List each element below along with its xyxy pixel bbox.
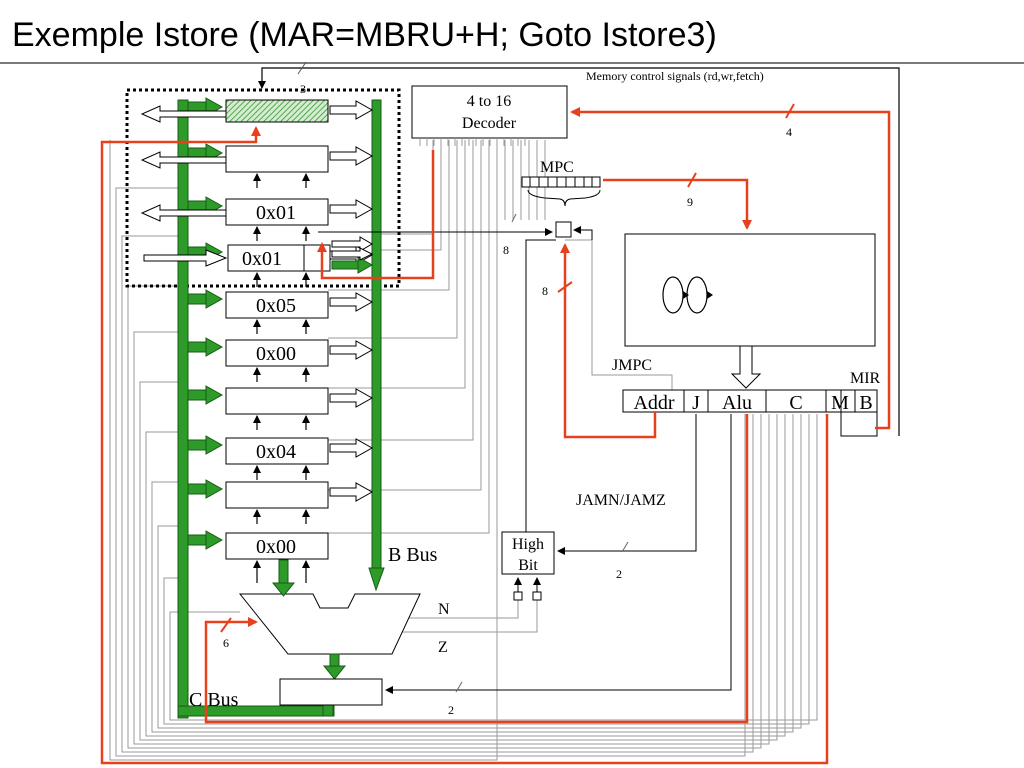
register-3: 0x01 [143, 236, 374, 287]
n-label: N [438, 601, 450, 618]
decoder-label-2: Decoder [462, 115, 517, 132]
register-box [225, 145, 329, 173]
register-value: 0x00 [256, 536, 296, 558]
label-four: 4 [786, 125, 792, 139]
register-box [225, 387, 329, 415]
highbit-label-2: Bit [518, 557, 538, 574]
control-store [624, 233, 876, 389]
bus-lines [177, 99, 385, 719]
c-bus-arrow [187, 389, 209, 401]
mir-field-j: J [692, 392, 700, 414]
register-1 [140, 143, 374, 188]
label-eight-a: 8 [503, 243, 509, 257]
register-8 [187, 479, 374, 524]
register-box [225, 532, 329, 560]
b-bus-arrow [329, 482, 374, 502]
label-nine: 9 [687, 195, 693, 209]
label-three: 3 [300, 82, 306, 96]
register-box [225, 481, 329, 509]
mbr-extension [303, 244, 331, 272]
memory-in-arrow [143, 249, 228, 267]
mir-field-b: B [859, 392, 872, 414]
red-signal-lines [100, 103, 891, 765]
b-bus-arrow [329, 388, 374, 408]
c-bus-label: C Bus [189, 689, 239, 711]
register-value: 0x01 [242, 248, 282, 270]
c-bus-arrow [187, 534, 209, 546]
register-4: 0x05 [187, 289, 374, 334]
register-stack: 0x01 0x01 0x05 0x00 0x04 0x00 [140, 97, 374, 583]
alu: N Z [238, 559, 450, 680]
highbit-label-1: High [512, 536, 544, 553]
mir-register: MIR Addr J Alu C M B JMPC [612, 357, 881, 437]
b-bus-vertical [371, 99, 382, 571]
control-lines [109, 140, 818, 761]
high-bit: High Bit JAMN/JAMZ 2 [501, 239, 697, 601]
memory-out-arrow [140, 204, 227, 222]
mpc-register: MPC [521, 159, 601, 207]
c-bus-arrow [187, 483, 209, 495]
decoder: 4 to 16 Decoder [411, 85, 568, 146]
register-0 [140, 97, 374, 123]
register-box [225, 99, 329, 123]
c-bus-arrow [187, 341, 209, 353]
mir-field-c: C [789, 392, 802, 414]
b-bus-label: B Bus [388, 544, 438, 566]
c-bus-horizontal [177, 705, 335, 717]
b-bus-arrow [329, 100, 374, 120]
label-six: 6 [223, 636, 229, 650]
register-box [227, 244, 317, 272]
register-5: 0x00 [187, 337, 374, 382]
memory-control-label: Memory control signals (rd,wr,fetch) [586, 69, 764, 83]
jmpc-label: JMPC [612, 357, 652, 374]
register-box [225, 291, 329, 319]
b-bus-arrow [329, 199, 374, 219]
memory-out-arrow [140, 151, 227, 169]
mir-label: MIR [850, 370, 881, 387]
label-two-a: 2 [616, 567, 622, 581]
b-bus-arrow [329, 146, 374, 166]
c-bus-vertical [177, 99, 189, 719]
label-two-b: 2 [448, 703, 454, 717]
register-9: 0x00 [187, 530, 329, 583]
page-title: Exemple Istore (MAR=MBRU+H; Goto Istore3… [12, 16, 717, 54]
c-bus-arrow [187, 439, 209, 451]
register-value: 0x04 [256, 441, 296, 463]
mpc-label: MPC [540, 159, 574, 176]
c-bus-arrow [187, 293, 209, 305]
memory-out-arrow [140, 105, 227, 123]
register-7: 0x04 [187, 435, 374, 480]
mir-field-addr: Addr [633, 392, 674, 414]
register-2: 0x01 [140, 196, 374, 241]
jamn-label: JAMN/JAMZ [576, 492, 666, 509]
shifter: 2 [279, 414, 732, 717]
register-value: 0x05 [256, 295, 296, 317]
register-value: 0x00 [256, 343, 296, 365]
b-bus-arrow [329, 292, 374, 312]
b-bus-arrow [329, 438, 374, 458]
register-value: 0x01 [256, 202, 296, 224]
memory-control-path: 3 Memory control signals (rd,wr,fetch) [258, 61, 900, 436]
register-6 [187, 385, 374, 430]
or-gate: 8 [318, 213, 593, 257]
register-box [225, 437, 329, 465]
mir-field-alu: Alu [722, 392, 752, 414]
mir-field-m: M [831, 392, 849, 414]
title-underline [0, 62, 1024, 64]
decoder-label-1: 4 to 16 [467, 93, 511, 110]
b-bus-arrow [329, 340, 374, 360]
label-eight-b: 8 [542, 284, 548, 298]
register-box [225, 339, 329, 367]
z-label: Z [438, 639, 448, 656]
